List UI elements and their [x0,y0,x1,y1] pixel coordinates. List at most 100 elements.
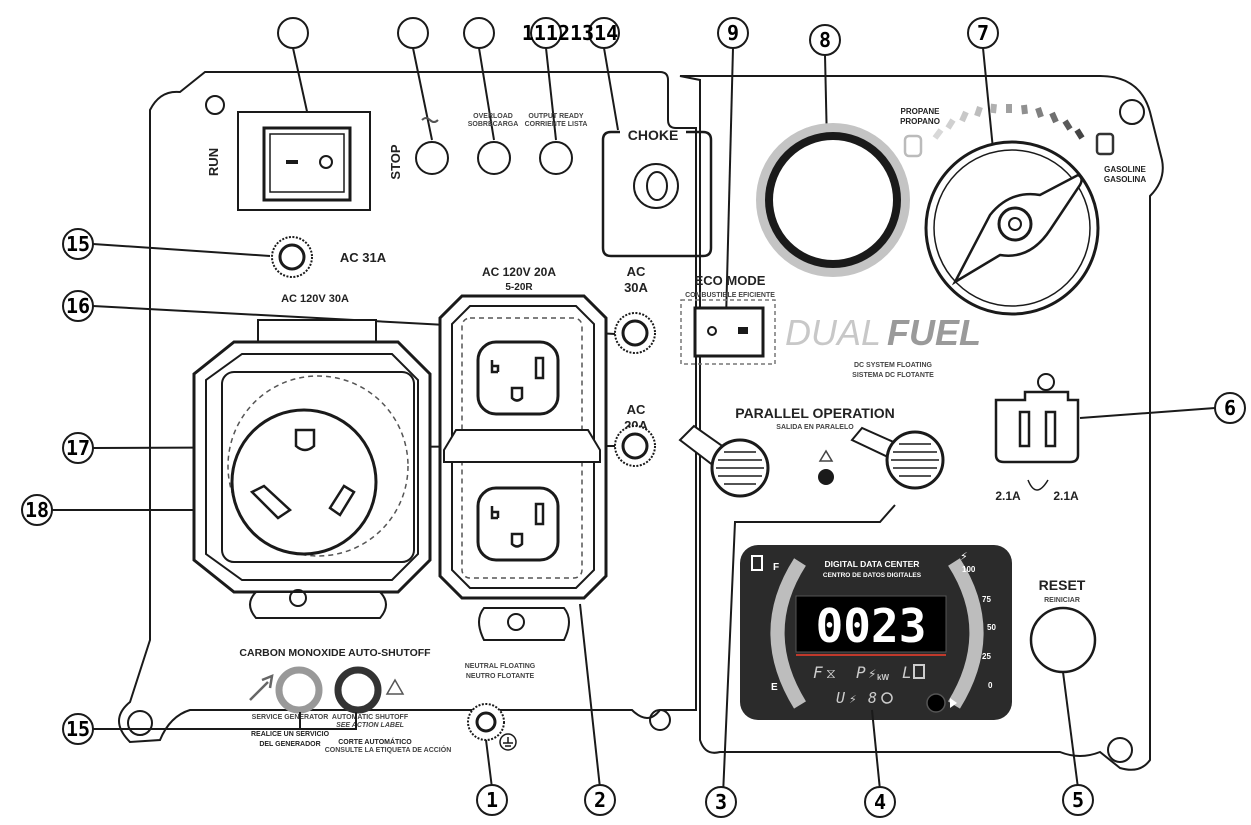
ddc-mode-button[interactable] [926,693,946,713]
ground-terminal[interactable] [475,711,497,733]
mode-life: L [902,663,912,682]
eco-mode-switch[interactable] [693,306,765,358]
leader-line [93,712,357,730]
breaker-31a-button[interactable] [278,243,306,271]
duplex-cover-inner [451,305,595,589]
choke-label: CHOKE [628,127,679,143]
co-auto-sub-label: SEE ACTION LABEL [336,722,404,729]
svg-text:3: 3 [715,790,727,814]
ddc-mode-arrow-icon [950,698,957,708]
parallel-kit-icon [818,469,834,485]
breaker-20a-label-1: AC [627,402,646,417]
svg-text:15: 15 [66,232,90,256]
twist-lock-bottom-hinge [249,591,387,619]
svg-text:6: 6 [1224,396,1236,420]
eco-mode-title: ECO MODE [695,273,766,288]
svg-text:16: 16 [66,294,90,318]
breaker-20a-button[interactable] [621,432,649,460]
leader-line [725,47,734,321]
reset-button[interactable] [1029,606,1097,674]
breaker-30a-button[interactable] [621,319,649,347]
mode-volt-bolt: ⚡ [849,694,857,706]
mode-fuel-icon: ⧖ [826,665,836,681]
usb-cover-hinge [1037,373,1055,391]
co-service-label: SERVICE GENERATOR [252,714,329,721]
duplex-top-slot-right [534,356,545,380]
switch-circle-mark [319,155,333,169]
low-oil-indicator-light [415,141,449,175]
parallel-operation-title: PARALLEL OPERATION [735,405,894,421]
mode-life-icon [913,664,925,679]
mode-hours: 8 [868,689,877,707]
callout-circle-blank-2 [397,17,429,49]
usb-port-right[interactable] [1044,410,1057,448]
usb-port-left[interactable] [1018,410,1031,448]
leader-line [1079,407,1216,419]
fuel-full-label: F [773,562,779,573]
leader-line [871,709,881,791]
overload-label-es: SOBRECARGA [468,121,519,128]
twist-lock-dashed-ring [227,375,409,557]
twist-lock-slot-right [328,484,356,517]
fuel-gauge-icon [751,555,763,571]
callout-4 [864,786,896,818]
reset-label: RESET [1039,577,1086,593]
usb-right-rating: 2.1A [1053,489,1079,503]
choke-knob[interactable] [633,163,679,209]
co-service-light [275,666,323,714]
breaker-30a-label-2: 30A [624,280,648,295]
fuel-selector-hub-center [1008,217,1022,231]
twist-lock-cover-inner [205,353,419,581]
fuel-selector-tick-arc [932,103,1085,140]
usb-port-cover[interactable] [994,390,1080,464]
load-scale-75: 75 [982,595,991,604]
breaker-31a-label: AC 31A [340,250,387,265]
left-top-mount-hole [205,95,225,115]
ddc-title: DIGITAL DATA CENTER [825,559,920,569]
oil-level-icon [421,117,439,123]
co-warning-icon [385,678,405,695]
svg-text:18: 18 [25,498,49,522]
callout-2 [584,784,616,816]
dc-floating-label: DC SYSTEM FLOATING [854,362,933,369]
ddc-readout-value: 0023 [816,599,927,653]
ground-symbol-lines [503,737,513,747]
leader-line [92,243,271,257]
fuel-cap[interactable] [765,132,901,268]
svg-text:4: 4 [874,790,886,814]
co-service-label-es-1: REALICE UN SERVICIO [251,731,330,738]
leader-line [579,603,601,789]
propane-label-es: PROPANO [900,117,940,126]
duplex-divider-hinge [443,429,601,463]
choke-frame [601,130,713,258]
engine-switch-face [269,133,345,193]
left-panel-outline [118,71,697,744]
fuel-empty-label: E [771,682,778,693]
duplex-outlet-top[interactable] [476,340,560,416]
leader-line [603,47,619,131]
ddc-title-es: CENTRO DE DATOS DIGITALES [823,572,922,579]
gas-pump-icon [1095,132,1115,156]
fuel-selector-hub [997,206,1033,242]
co-auto-label: AUTOMATIC SHUTOFF [332,714,409,721]
co-service-label-es-2: DEL GENERADOR [259,741,320,748]
choke-frame-left [601,130,620,145]
overload-indicator-light [477,141,511,175]
usb-loop [1027,479,1049,491]
right-panel-outline [679,75,1164,771]
svg-text:15: 15 [66,717,90,741]
duplex-outlet-bottom[interactable] [476,486,560,562]
callout-overlap-11-14: 11121314 [522,21,618,45]
svg-text:1: 1 [486,788,498,812]
twist-lock-receptacle[interactable] [230,408,378,556]
load-scale-100: 100 [962,565,976,574]
propane-tank-icon [903,134,923,158]
fuel-gauge-arc [770,558,806,709]
svg-text:9: 9 [727,21,739,45]
propane-label: PROPANE [901,107,941,116]
leader-line [545,47,557,141]
choke-knob-center [646,171,668,201]
svg-text:2: 2 [594,788,606,812]
parallel-operation-subtitle: SALIDA EN PARALELO [776,424,854,431]
